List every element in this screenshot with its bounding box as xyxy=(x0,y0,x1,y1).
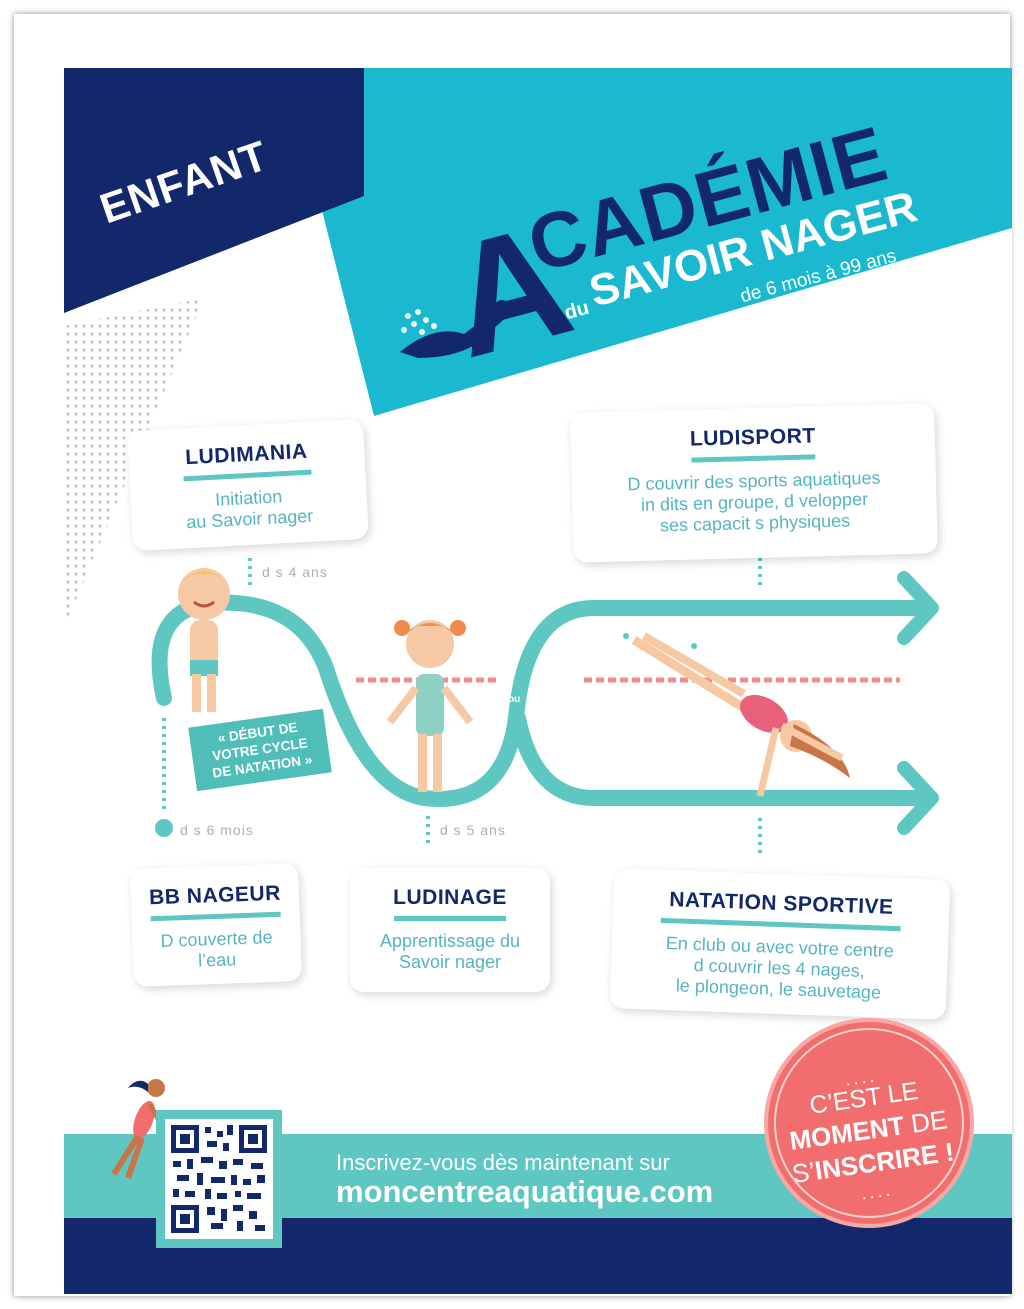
branch-path xyxy=(510,710,932,806)
signup-stamp: .... C’EST LE MOMENT DE S’INSCRIRE ! ...… xyxy=(764,1018,974,1228)
card-body: Initiation au Savoir nager xyxy=(185,486,314,533)
signup-url[interactable]: moncentreaquatique.com xyxy=(336,1174,714,1209)
card-body: D couvrir des sports aquatiques in dits … xyxy=(627,467,881,536)
card-ludinage: LUDINAGE Apprentissage du Savoir nager xyxy=(350,868,550,992)
title-underline xyxy=(394,916,506,921)
card-title: LUDIMANIA xyxy=(184,439,309,470)
girl-swimmer-illustration xyxy=(386,620,474,792)
card-title: NATATION SPORTIVE xyxy=(668,888,894,919)
arrow-top-icon xyxy=(897,571,939,645)
qr-code[interactable] xyxy=(171,1125,267,1233)
title-underline xyxy=(183,469,312,482)
arrow-bottom-icon xyxy=(897,761,939,835)
signup-prompt: Inscrivez-vous dès maintenant sur xyxy=(336,1150,670,1175)
title-underline xyxy=(691,454,816,463)
card-body: Apprentissage du Savoir nager xyxy=(379,931,521,972)
card-title: LUDINAGE xyxy=(393,886,507,909)
card-body: En club ou avec votre centre d couvrir l… xyxy=(665,933,895,1003)
card-body: D couverte de l’eau xyxy=(160,927,273,971)
card-bb-nageur: BB NAGEUR D couverte de l’eau xyxy=(129,863,303,987)
card-title: LUDISPORT xyxy=(689,424,817,451)
poster: ENFANT A CADÉMIE SAVOIR NAGER du de 6 mo… xyxy=(64,68,1012,1294)
baby-illustration xyxy=(178,568,230,712)
age-label-6-months: d s 6 mois xyxy=(180,822,254,838)
card-natation-sportive: NATATION SPORTIVE En club ou avec votre … xyxy=(609,868,951,1020)
diver-illustration xyxy=(623,632,850,797)
stamp-line-2-rest: DE xyxy=(902,1104,950,1140)
swimmer-logo-icon xyxy=(400,300,516,358)
card-ludisport: LUDISPORT D couvrir des sports aquatique… xyxy=(570,403,938,563)
title-underline xyxy=(660,917,901,932)
card-title: BB NAGEUR xyxy=(148,881,282,910)
branch-label: ou xyxy=(508,694,521,705)
document-frame: ENFANT A CADÉMIE SAVOIR NAGER du de 6 mo… xyxy=(14,14,1012,1296)
title-underline xyxy=(150,911,281,922)
qr-code-frame xyxy=(156,1110,282,1248)
age-label-5: d s 5 ans xyxy=(440,822,506,838)
card-ludimania: LUDIMANIA Initiation au Savoir nager xyxy=(127,418,369,552)
age-label-4: d s 4 ans xyxy=(262,564,328,580)
